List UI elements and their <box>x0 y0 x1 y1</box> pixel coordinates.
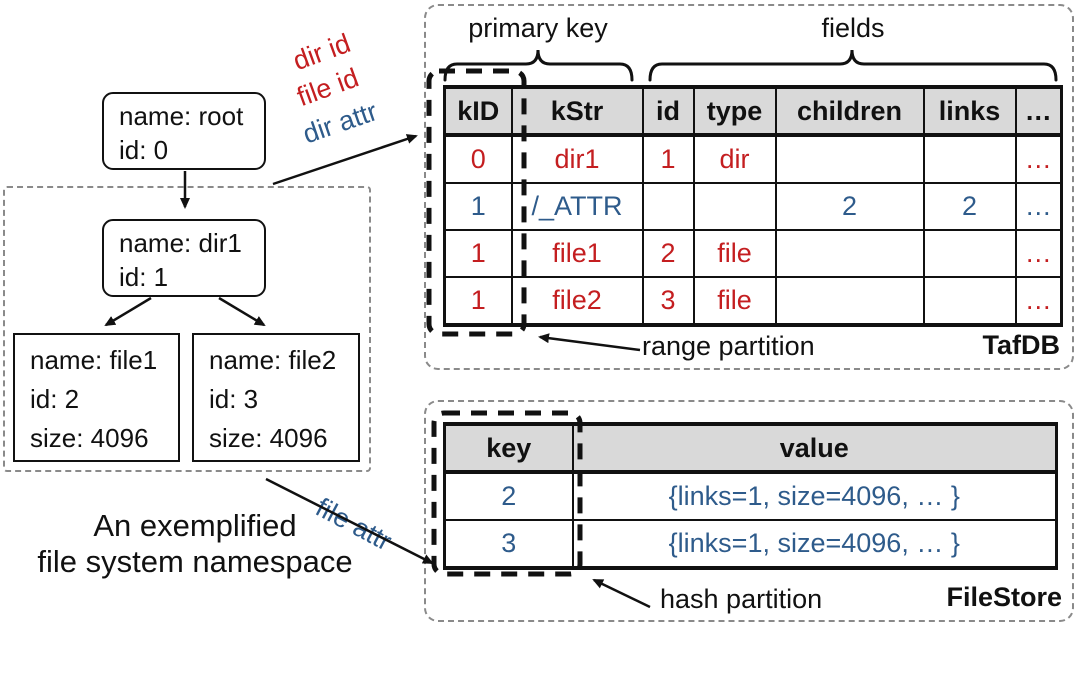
tree-node-file2: name: file2 id: 3 size: 4096 <box>192 333 360 462</box>
table-cell: 0 <box>443 134 513 184</box>
table-cell <box>922 229 1017 278</box>
namespace-dashed-container <box>3 186 371 472</box>
table-cell: {links=1, size=4096, … } <box>571 471 1058 521</box>
fields-label: fields <box>821 13 885 43</box>
table-cell <box>922 276 1017 327</box>
filestore-name: FileStore <box>946 582 1062 612</box>
table-cell: dir1 <box>510 134 644 184</box>
caption-line-2: file system namespace <box>37 544 353 579</box>
table-cell: dir <box>692 134 777 184</box>
table-row: 1 file1 2 file … <box>443 229 1063 278</box>
node-text-line: size: 4096 <box>30 423 149 453</box>
table-cell: {links=1, size=4096, … } <box>571 519 1058 570</box>
column-header: kStr <box>510 85 644 137</box>
tree-node-file1: name: file1 id: 2 size: 4096 <box>13 333 180 462</box>
table-cell: … <box>1014 134 1063 184</box>
table-cell: 2 <box>774 182 925 231</box>
table-cell: 1 <box>641 134 695 184</box>
range-partition-label: range partition <box>642 331 815 361</box>
table-cell <box>774 229 925 278</box>
node-text-line: size: 4096 <box>209 423 328 453</box>
table-cell: 2 <box>641 229 695 278</box>
table-cell: 1 <box>443 182 513 231</box>
tree-node-dir1: name: dir1 id: 1 <box>102 219 266 297</box>
hash-partition-label: hash partition <box>660 584 823 614</box>
node-text-line: name: file2 <box>209 345 337 375</box>
table-cell: 3 <box>443 519 574 570</box>
primary-key-label: primary key <box>468 13 608 43</box>
table-cell: 1 <box>443 276 513 327</box>
table-cell <box>774 134 925 184</box>
column-header: type <box>692 85 777 137</box>
table-cell: … <box>1014 182 1063 231</box>
table-cell: 2 <box>443 471 574 521</box>
node-text-line: name: dir1 <box>119 228 242 258</box>
table-row: 1 file2 3 file … <box>443 276 1063 327</box>
column-header: key <box>443 422 574 474</box>
table-cell: 3 <box>641 276 695 327</box>
table-cell: file2 <box>510 276 644 327</box>
edge-namespace-tafdb <box>272 134 418 186</box>
tafdb-name: TafDB <box>982 330 1061 360</box>
table-cell <box>641 182 695 231</box>
column-header: kID <box>443 85 513 137</box>
table-cell: file1 <box>510 229 644 278</box>
table-cell: /_ATTR <box>510 182 644 231</box>
node-text-line: id: 3 <box>209 384 259 414</box>
table-cell: … <box>1014 276 1063 327</box>
column-header: value <box>571 422 1058 474</box>
table-cell <box>692 182 777 231</box>
caption-line-1: An exemplified <box>93 508 297 543</box>
column-header: links <box>922 85 1017 137</box>
column-header: children <box>774 85 925 137</box>
filestore-header-row: key value <box>443 422 1058 474</box>
node-text-line: name: root <box>119 101 244 131</box>
table-cell: 2 <box>922 182 1017 231</box>
table-row: 3 {links=1, size=4096, … } <box>443 519 1058 570</box>
tafdb-header-row: kID kStr id type children links … <box>443 85 1063 137</box>
tafdb-table: kID kStr id type children links … 0 dir1… <box>443 85 1063 327</box>
tree-node-root: name: root id: 0 <box>102 92 266 170</box>
tafdb-dashed-container <box>424 4 1074 370</box>
table-cell: file <box>692 276 777 327</box>
node-text-line: id: 0 <box>119 135 169 165</box>
table-row: 2 {links=1, size=4096, … } <box>443 471 1058 521</box>
node-text-line: name: file1 <box>30 345 158 375</box>
table-cell: … <box>1014 229 1063 278</box>
table-row: 0 dir1 1 dir … <box>443 134 1063 184</box>
table-cell: 1 <box>443 229 513 278</box>
column-header: id <box>641 85 695 137</box>
node-text-line: id: 1 <box>119 262 169 292</box>
table-row: 1 /_ATTR 2 2 … <box>443 182 1063 231</box>
table-cell <box>922 134 1017 184</box>
table-cell <box>774 276 925 327</box>
column-header: … <box>1014 85 1063 137</box>
table-cell: file <box>692 229 777 278</box>
filestore-table: key value 2 {links=1, size=4096, … } 3 {… <box>443 422 1058 570</box>
node-text-line: id: 2 <box>30 384 80 414</box>
